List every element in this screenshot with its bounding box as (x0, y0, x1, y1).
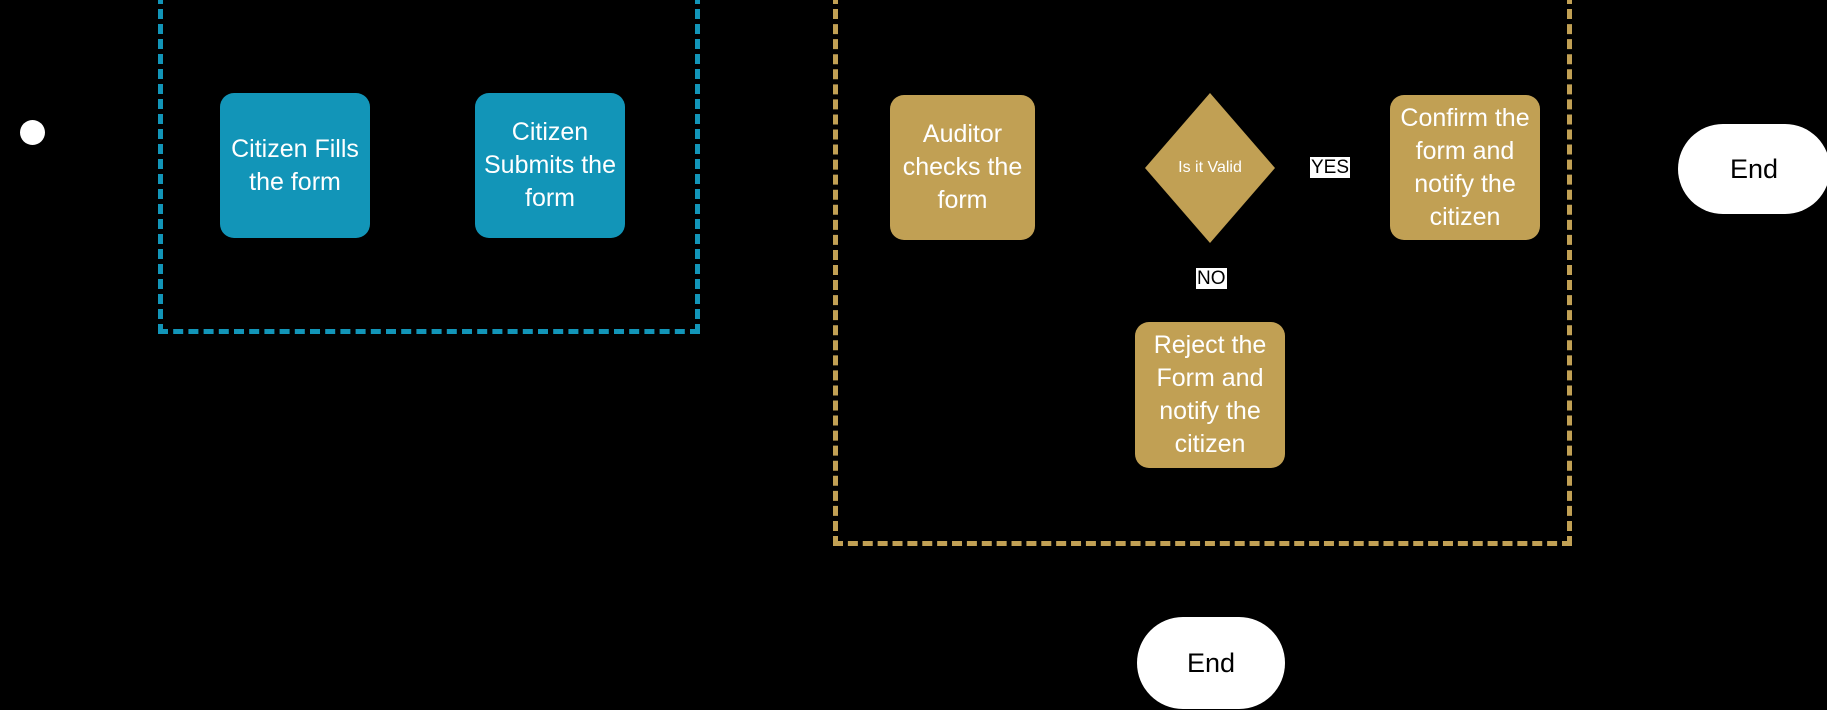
node-confirm-form-and-notify-citizen[interactable]: Confirm the form and notify the citizen (1390, 95, 1540, 240)
start-node[interactable] (20, 120, 45, 145)
node-is-it-valid-decision[interactable]: Is it Valid (1145, 93, 1275, 243)
node-auditor-checks-the-form[interactable]: Auditor checks the form (890, 95, 1035, 240)
node-end-bottom[interactable]: End (1137, 617, 1285, 709)
node-citizen-fills-the-form[interactable]: Citizen Fills the form (220, 93, 370, 238)
edge-label-no: NO (1196, 268, 1227, 289)
node-reject-form-and-notify-citizen[interactable]: Reject the Form and notify the citizen (1135, 322, 1285, 468)
diamond-shape (1145, 93, 1275, 243)
lane-auditor (833, 0, 1572, 546)
lane-citizen (158, 0, 700, 334)
edge-label-yes: YES (1310, 157, 1351, 178)
node-citizen-submits-the-form[interactable]: Citizen Submits the form (475, 93, 625, 238)
node-end-right[interactable]: End (1678, 124, 1827, 214)
